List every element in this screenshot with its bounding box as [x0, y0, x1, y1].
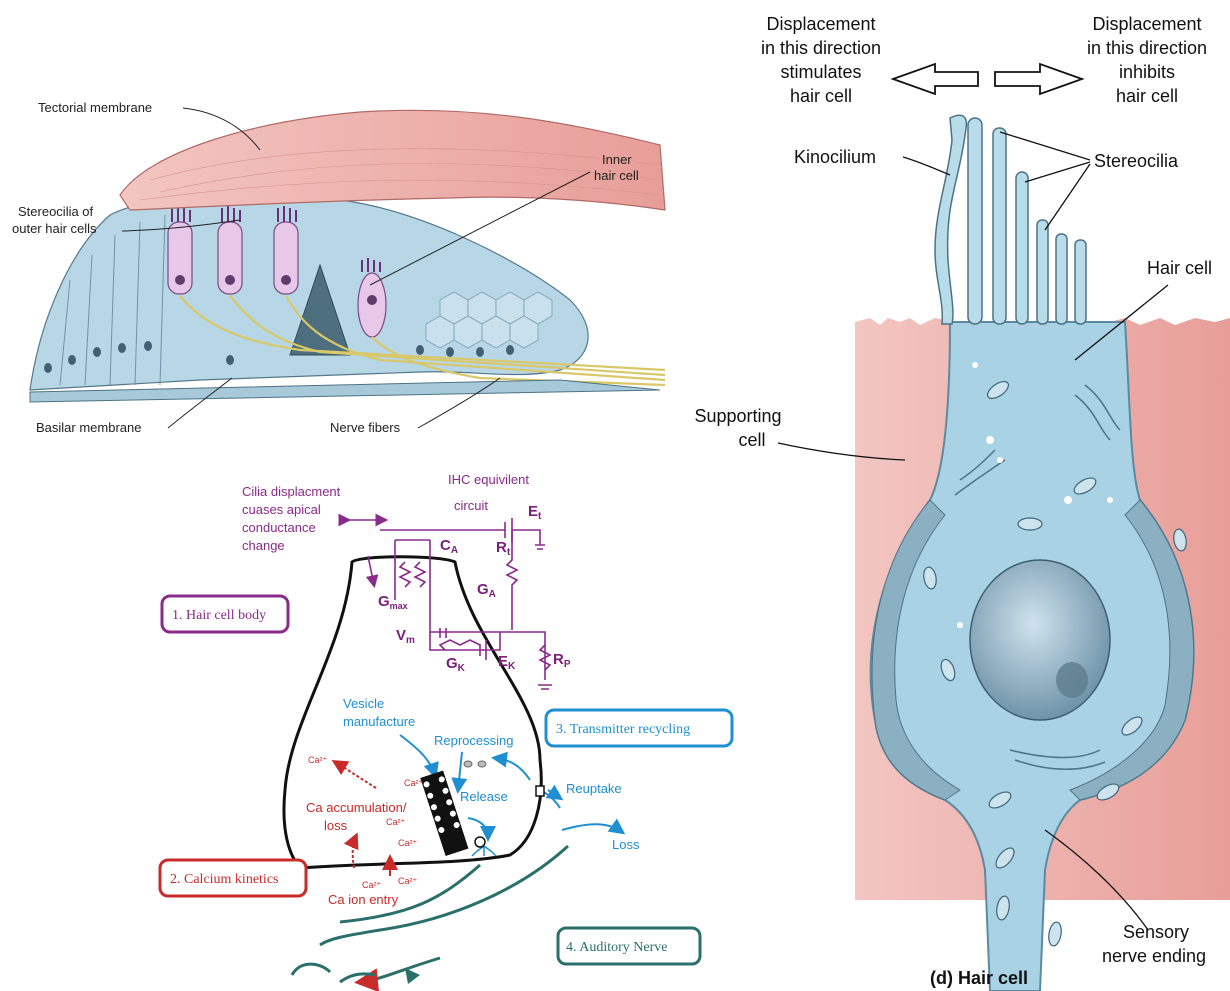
- component-rp: RP: [553, 651, 571, 670]
- transmitter-recycling-label: 3. Transmitter recycling: [556, 722, 690, 737]
- component-gk: GK: [446, 655, 466, 674]
- component-ca: CA: [440, 537, 458, 556]
- ca-ion-6: Ca²⁺: [398, 876, 418, 886]
- component-et: Et: [528, 503, 542, 522]
- component-ek: EK: [498, 653, 516, 672]
- supporting-cell-line1: Supporting: [694, 406, 781, 426]
- ca-ion-2: Ca²⁺: [404, 778, 424, 788]
- hair-cell-illustration: Displacement in this direction stimulate…: [694, 14, 1230, 991]
- auditory-nerve-label: 4. Auditory Nerve: [566, 940, 667, 955]
- component-vm: Vm: [396, 627, 415, 646]
- cilia-note-line4: change: [242, 538, 285, 553]
- ca-ion-4: Ca²⁺: [398, 838, 418, 848]
- kinocilium-shape: [935, 115, 966, 324]
- tectorial-membrane-label: Tectorial membrane: [38, 100, 152, 115]
- cochlea-illustration: Tectorial membrane Inner hair cell Stere…: [12, 100, 665, 435]
- displacement-left-line3: stimulates: [780, 62, 861, 82]
- inner-hair-cell-label-line1: Inner: [602, 152, 632, 167]
- stereocilia-label: Stereocilia: [1094, 151, 1179, 171]
- hair-cell-caption: (d) Hair cell: [930, 968, 1028, 988]
- ca-ion-1: Ca²⁺: [308, 755, 328, 765]
- displacement-right-line3: inhibits: [1119, 62, 1175, 82]
- inner-hair-cell-label-line2: hair cell: [594, 168, 639, 183]
- reuptake-label: Reuptake: [566, 781, 622, 796]
- hair-cell-body-label: 1. Hair cell body: [172, 608, 266, 623]
- hair-cell-label: Hair cell: [1147, 258, 1212, 278]
- left-arrow-icon: [893, 64, 978, 94]
- displacement-right-line2: in this direction: [1087, 38, 1207, 58]
- nerve-fibers-label: Nerve fibers: [330, 420, 401, 435]
- calcium-kinetics-label: 2. Calcium kinetics: [170, 872, 278, 887]
- stereocilia-outer-label-line2: outer hair cells: [12, 221, 97, 236]
- ca-ion-3: Ca²⁺: [386, 817, 406, 827]
- component-rt: Rt: [496, 539, 511, 558]
- displacement-left-line1: Displacement: [766, 14, 875, 34]
- sensory-nerve-line1: Sensory: [1123, 922, 1189, 942]
- cilia-note-line2: cuases apical: [242, 502, 321, 517]
- release-label: Release: [460, 789, 508, 804]
- supporting-cell-line2: cell: [738, 430, 765, 450]
- ihc-title-line2: circuit: [454, 498, 488, 513]
- displacement-left-line2: in this direction: [761, 38, 881, 58]
- ihc-title-line1: IHC equivilent: [448, 472, 529, 487]
- component-ga: GA: [477, 581, 496, 600]
- vesicle-label-line1: Vesicle: [343, 696, 384, 711]
- cilia-note-line1: Cilia displacment: [242, 484, 341, 499]
- kinocilium-label: Kinocilium: [794, 147, 876, 167]
- basilar-membrane-label: Basilar membrane: [36, 420, 142, 435]
- reprocessing-label: Reprocessing: [434, 733, 514, 748]
- ca-accumulation-line2: loss: [324, 818, 348, 833]
- displacement-right-line1: Displacement: [1092, 14, 1201, 34]
- displacement-left-line4: hair cell: [790, 86, 852, 106]
- ca-ion-entry-label: Ca ion entry: [328, 892, 399, 907]
- ihc-circuit-diagram: Cilia displacment cuases apical conducta…: [160, 472, 732, 984]
- ca-accumulation-line1: Ca accumulation/: [306, 800, 407, 815]
- synaptic-ribbon: [420, 771, 468, 856]
- displacement-right-line4: hair cell: [1116, 86, 1178, 106]
- stereocilia-outer-label-line1: Stereocilia of: [18, 204, 94, 219]
- sensory-nerve-line2: nerve ending: [1102, 946, 1206, 966]
- right-arrow-icon: [995, 64, 1082, 94]
- loss-label: Loss: [612, 837, 640, 852]
- ca-ion-5: Ca²⁺: [362, 880, 382, 890]
- cilia-note-line3: conductance: [242, 520, 316, 535]
- vesicle-label-line2: manufacture: [343, 714, 415, 729]
- component-gmax: Gmax: [378, 593, 408, 611]
